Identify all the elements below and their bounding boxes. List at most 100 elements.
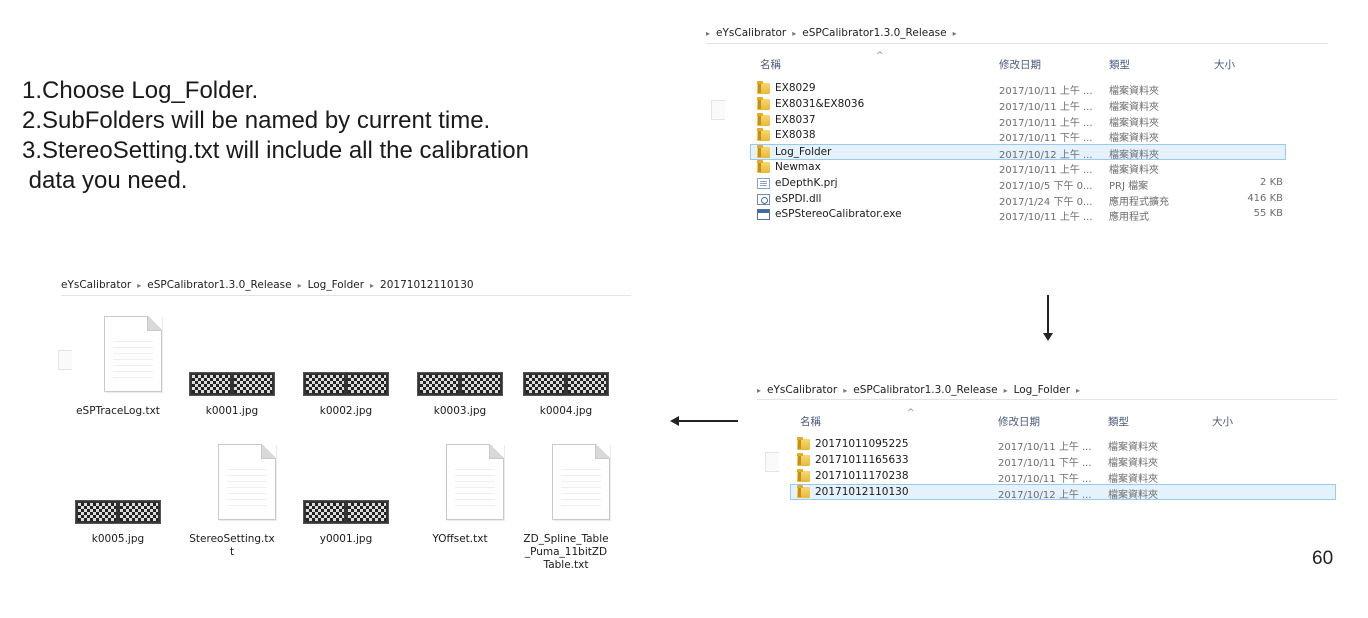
file-date: 2017/10/11 下午 ...: [999, 133, 1093, 145]
file-name: Log_Folder: [775, 146, 832, 159]
file-type: PRJ 檔案: [1109, 180, 1149, 192]
breadcrumb-item[interactable]: eSPCalibrator1.3.0_Release: [853, 384, 998, 396]
top-breadcrumb[interactable]: ▸ eYsCalibrator ▸ eSPCalibrator1.3.0_Releas…: [706, 27, 963, 39]
breadcrumb-item[interactable]: Log_Folder: [307, 279, 365, 291]
text-file-item[interactable]: YOffset.txt: [414, 426, 506, 554]
top-nav-pane-stub: [711, 100, 725, 120]
column-header-name[interactable]: 名稱: [800, 416, 821, 428]
text-document-icon: [104, 316, 162, 392]
checkerboard-image-thumbnail: [189, 372, 275, 396]
log-folder-breadcrumb-divider: [757, 399, 1337, 400]
file-row-selected[interactable]: 20171012110130 2017/10/12 上午 ... 檔案資料夾: [790, 484, 1336, 502]
breadcrumb-item[interactable]: eSPCalibrator1.3.0_Release: [147, 279, 292, 291]
breadcrumb-item[interactable]: eYsCalibrator: [61, 279, 132, 291]
folder-icon: [797, 452, 810, 466]
column-header-size[interactable]: 大小: [1214, 59, 1235, 71]
file-row[interactable]: EX8038 2017/10/11 下午 ... 檔案資料夾: [756, 128, 1296, 144]
file-name: EX8038: [775, 129, 816, 142]
file-type: 檔案資料夾: [1109, 101, 1159, 113]
breadcrumb-item[interactable]: 20171012110130: [380, 279, 474, 291]
column-header-size[interactable]: 大小: [1212, 416, 1233, 428]
image-file-item[interactable]: k0005.jpg: [72, 426, 164, 554]
log-folder-breadcrumb[interactable]: ▸ eYsCalibrator ▸ eSPCalibrator1.3.0_Releas…: [757, 384, 1086, 396]
page-number: 60: [1312, 548, 1334, 569]
dll-icon: [757, 193, 770, 205]
breadcrumb-item[interactable]: eYsCalibrator: [716, 27, 787, 39]
text-file-item[interactable]: ZD_Spline_Table _Puma_11bitZD Table.txt: [520, 426, 612, 571]
breadcrumb-item[interactable]: eSPCalibrator1.3.0_Release: [802, 27, 947, 39]
file-label: eSPTraceLog.txt: [76, 405, 160, 417]
arrow-left: [670, 416, 738, 425]
breadcrumb-separator: ▸: [1076, 385, 1081, 395]
file-name: EX8029: [775, 82, 816, 94]
column-header-row: 名稱修改日期類型大小^: [796, 408, 1300, 430]
file-label: ZD_Spline_Table _Puma_11bitZD Table.txt: [523, 533, 609, 571]
file-size: 2 KB: [1260, 176, 1283, 188]
file-date: 2017/10/11 上午 ...: [999, 86, 1093, 97]
breadcrumb-separator: ▸: [843, 385, 848, 395]
column-header-type[interactable]: 類型: [1108, 416, 1129, 428]
file-date: 2017/10/11 上午 ...: [999, 101, 1093, 113]
file-type: 應用程式: [1109, 212, 1149, 224]
file-date: 2017/1/24 下午 0...: [999, 196, 1093, 208]
file-type: 檔案資料夾: [1109, 165, 1159, 176]
column-header-type[interactable]: 類型: [1109, 59, 1130, 71]
column-header-row: 名稱修改日期類型大小^: [756, 51, 1296, 73]
file-name: EX8037: [775, 113, 816, 126]
file-size: 55 KB: [1253, 208, 1283, 220]
breadcrumb-separator: ▸: [370, 280, 375, 290]
breadcrumb-separator: ▸: [952, 28, 957, 38]
breadcrumb-separator: ▸: [137, 280, 142, 290]
file-date: 2017/10/11 上午 ...: [999, 117, 1093, 129]
file-date: 2017/10/12 上午 ...: [998, 490, 1092, 502]
breadcrumb-separator: ▸: [757, 385, 762, 395]
column-header-date[interactable]: 修改日期: [998, 416, 1040, 428]
exe-icon: [757, 209, 770, 221]
text-file-item[interactable]: eSPTraceLog.txt: [72, 298, 164, 426]
breadcrumb-item[interactable]: Log_Folder: [1013, 384, 1071, 396]
file-label: k0001.jpg: [205, 405, 259, 417]
image-file-item[interactable]: y0001.jpg: [300, 426, 392, 554]
subfolder-nav-pane-stub: [58, 350, 72, 370]
file-type: 檔案資料夾: [1108, 442, 1158, 453]
file-label: StereoSetting.tx t: [189, 533, 275, 558]
file-row[interactable]: eSPDI.dll 2017/1/24 下午 0... 應用程式擴充 416 KB: [756, 192, 1296, 208]
column-header-date[interactable]: 修改日期: [999, 59, 1041, 71]
image-file-item[interactable]: k0002.jpg: [300, 298, 392, 426]
folder-icon: [757, 145, 770, 159]
breadcrumb-item[interactable]: eYsCalibrator: [767, 384, 838, 396]
file-type: 應用程式擴充: [1109, 196, 1169, 208]
checkerboard-image-thumbnail: [75, 500, 161, 524]
file-type: 檔案資料夾: [1109, 133, 1159, 145]
subfolder-breadcrumb[interactable]: eYsCalibrator ▸ eSPCalibrator1.3.0_Release…: [61, 279, 474, 291]
file-name: eSPDI.dll: [775, 192, 822, 205]
folder-icon: [757, 81, 770, 94]
file-date: 2017/10/11 下午 ...: [998, 473, 1092, 485]
breadcrumb-separator: ▸: [706, 28, 711, 38]
file-type: 檔案資料夾: [1108, 457, 1158, 469]
text-file-item[interactable]: StereoSetting.tx t: [186, 426, 278, 558]
instruction-step-3-continued: data you need.: [22, 167, 188, 194]
image-file-item[interactable]: k0003.jpg: [414, 298, 506, 426]
file-size: 416 KB: [1247, 192, 1283, 204]
image-file-item[interactable]: k0001.jpg: [186, 298, 278, 426]
instruction-step-1: 1.Choose Log_Folder.: [22, 77, 259, 104]
file-date: 2017/10/11 下午 ...: [998, 457, 1092, 469]
file-date: 2017/10/12 上午 ...: [999, 150, 1093, 162]
image-file-item[interactable]: k0004.jpg: [520, 298, 612, 426]
file-type: 檔案資料夾: [1108, 490, 1158, 502]
column-header-name[interactable]: 名稱: [760, 59, 781, 71]
file-name: 20171012110130: [815, 486, 909, 499]
